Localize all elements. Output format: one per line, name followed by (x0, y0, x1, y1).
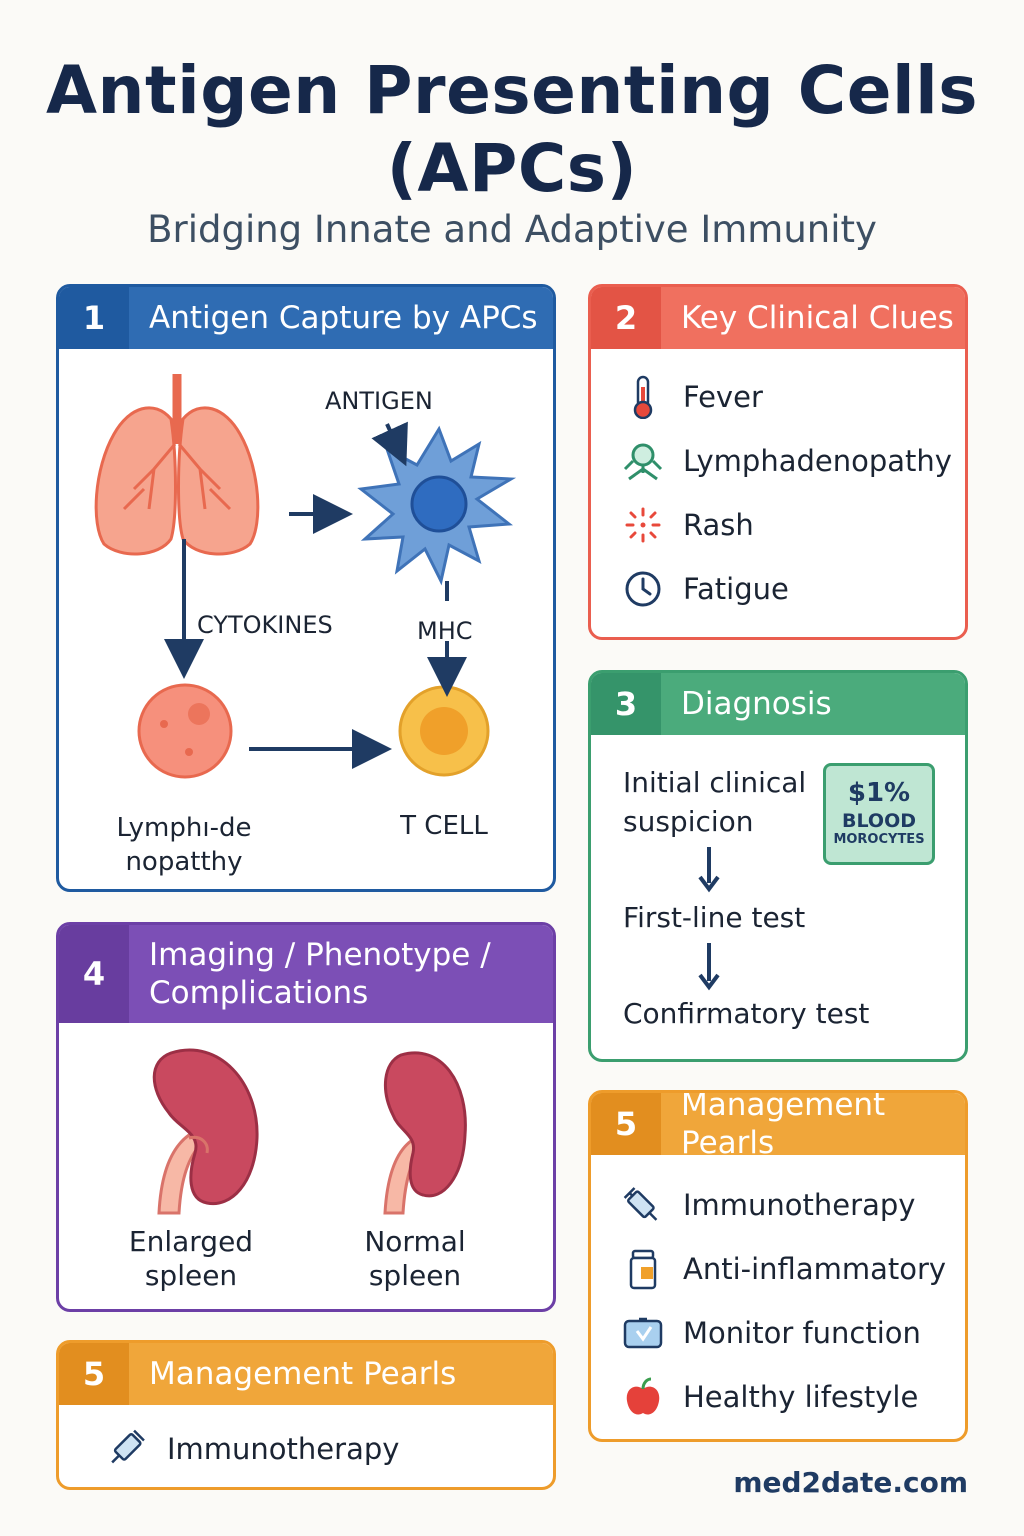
panel-diagnosis: 3 Diagnosis Initial clinical suspicion F… (588, 670, 968, 1062)
dendritic-cell-icon (357, 425, 517, 586)
panel-imaging-phenotype: 4 Imaging / Phenotype / Complications En… (56, 922, 556, 1312)
clue-item: Fever (621, 375, 763, 419)
diagnosis-step-confirmatory: Confirmatory test (623, 997, 870, 1030)
management-item: Anti-inflammatory (621, 1247, 946, 1291)
clue-label: Fever (683, 380, 763, 414)
panel-title: Imaging / Phenotype / Complications (149, 937, 491, 1011)
apple-icon (621, 1375, 665, 1419)
panel-header: 5 Management Pearls (59, 1343, 553, 1405)
lymph-node-cell-icon (137, 683, 233, 779)
site-footer-link[interactable]: med2date.com (733, 1466, 968, 1499)
page-subtitle: Bridging Innate and Adaptive Immunity (147, 208, 877, 251)
clue-label: Fatigue (683, 572, 789, 606)
management-item: Monitor function (621, 1311, 921, 1355)
syringe-icon (621, 1183, 665, 1227)
page-title: Antigen Presenting Cells (APCs) (0, 52, 1024, 208)
management-item: Healthy lifestyle (621, 1375, 918, 1419)
syringe-icon (105, 1427, 149, 1471)
management-label: Anti-inflammatory (683, 1252, 947, 1286)
panel-management-pearls-left: 5 Management Pearls Immunotherapy (56, 1340, 556, 1490)
badge-line-2: MOROCYTES (833, 832, 925, 847)
panel-title: Management Pearls (149, 1356, 457, 1392)
enlarged-spleen-icon (152, 1048, 259, 1215)
panel-clinical-clues: 2 Key Clinical Clues Fever Lymphadenopat… (588, 284, 968, 640)
rash-icon (621, 503, 665, 547)
arrow-antigen (371, 421, 408, 467)
clue-item: Lymphadenopathy (621, 439, 952, 483)
antigen-label: ANTIGEN (325, 387, 433, 415)
normal-spleen-icon (383, 1051, 467, 1215)
panel-management-pearls-right: 5 Management Pearls Immunotherapy Anti-i… (588, 1090, 968, 1442)
panel-title: Key Clinical Clues (681, 300, 954, 336)
enlarged-spleen-label: Enlarged spleen (128, 1225, 254, 1292)
management-item: Immunotherapy (105, 1427, 399, 1471)
cytokines-label: CYTOKINES (197, 611, 333, 639)
panel-title: Management Pearls (681, 1090, 886, 1161)
arrow-down-icon (698, 847, 720, 893)
panel-header: 4 Imaging / Phenotype / Complications (59, 925, 553, 1023)
panel-number: 5 (59, 1343, 129, 1405)
clue-item: Fatigue (621, 567, 789, 611)
clue-label: Lymphadenopathy (683, 444, 952, 478)
management-item: Immunotherapy (621, 1183, 915, 1227)
diagnosis-step-initial: Initial clinical suspicion (623, 766, 807, 838)
antigen-capture-diagram (94, 374, 517, 779)
pill-bottle-icon (621, 1247, 665, 1291)
normal-spleen-label: Normal spleen (364, 1225, 466, 1292)
panel-number: 5 (591, 1093, 661, 1155)
mhc-label: MHC (417, 617, 473, 645)
diagnosis-step-first-line: First-line test (623, 901, 806, 934)
panel-number: 3 (591, 673, 661, 735)
clock-icon (621, 567, 665, 611)
monitor-icon (621, 1311, 665, 1355)
panel-title: Antigen Capture by APCs (149, 300, 538, 336)
t-cell-label: T CELL (400, 811, 488, 841)
panel-antigen-capture: 1 Antigen Capture by APCs (56, 284, 556, 892)
panel-header: 5 Management Pearls (591, 1090, 965, 1161)
management-label: Immunotherapy (683, 1188, 916, 1222)
thermometer-icon (621, 375, 665, 419)
clue-item: Rash (621, 503, 754, 547)
panel-number: 2 (591, 287, 661, 349)
title-line-1: Antigen Presenting Cells (45, 52, 979, 129)
panel-title: Diagnosis (681, 686, 832, 722)
management-label: Monitor function (683, 1316, 921, 1350)
badge-value: $1% (847, 778, 911, 808)
panel-number: 4 (59, 925, 129, 1023)
lungs-icon (94, 374, 260, 556)
panel-header: 2 Key Clinical Clues (591, 287, 965, 349)
lymph-node-icon (621, 439, 665, 483)
blood-monocytes-badge: $1% BLOOD MOROCYTES (823, 763, 935, 865)
panel-number: 1 (59, 287, 129, 349)
lymphadenopathy-label: Lymphı-de nopatthy (116, 813, 252, 877)
badge-line-1: BLOOD (842, 810, 916, 832)
management-label: Immunotherapy (167, 1432, 400, 1466)
arrow-down-icon (698, 943, 720, 991)
panel-header: 3 Diagnosis (591, 673, 965, 735)
t-cell-icon (398, 685, 490, 777)
panel-header: 1 Antigen Capture by APCs (59, 287, 553, 349)
management-label: Healthy lifestyle (683, 1380, 919, 1414)
title-line-2: (APCs) (386, 130, 638, 207)
clue-label: Rash (683, 508, 754, 542)
